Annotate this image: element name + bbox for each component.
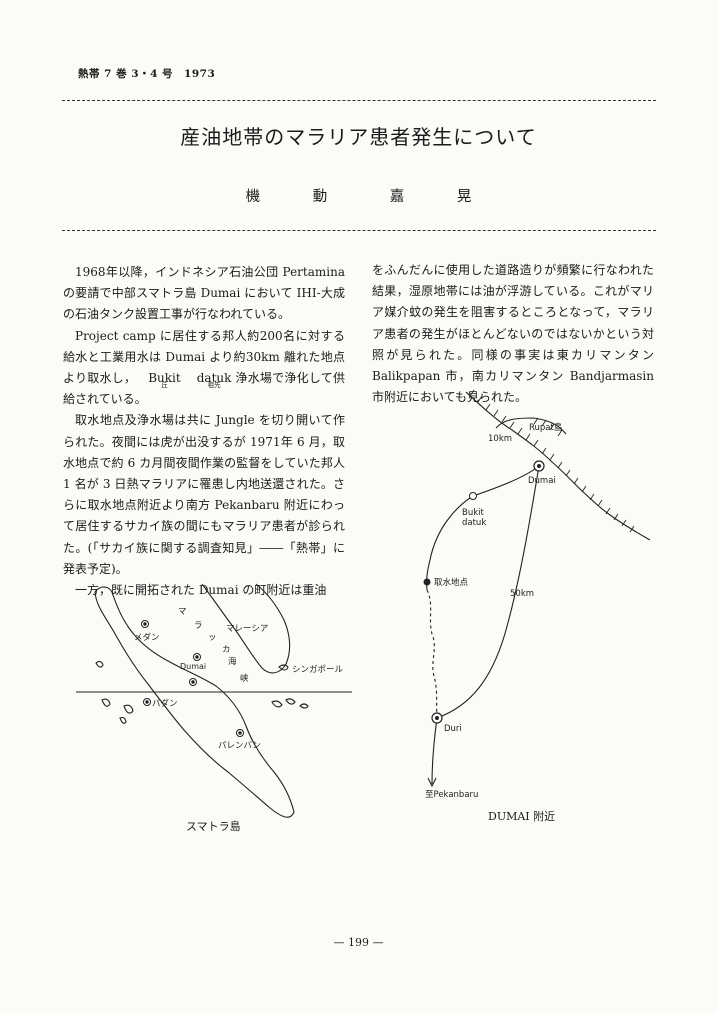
dumai-labels: Rupat島 10km Dumai Bukit datuk 取水地点 50km … xyxy=(425,422,563,800)
strait-char-2: ラ xyxy=(194,621,203,631)
km50-label: 50km xyxy=(510,589,534,599)
island-shape xyxy=(285,698,296,705)
km10-label: 10km xyxy=(488,434,512,444)
malaysia-label: マレーシア xyxy=(226,624,268,634)
island-shape xyxy=(299,703,309,709)
paragraph-2-end: 浄水場で浄化して供給されている。 xyxy=(63,371,345,407)
bukit-label: Bukit xyxy=(462,508,485,518)
rupat-label: Rupat島 xyxy=(529,422,563,433)
palembang-label: パレンバン xyxy=(218,741,261,751)
dumai-map-markers xyxy=(423,460,545,724)
article-author: 機 動 嘉 晃 xyxy=(245,189,496,205)
title-rule xyxy=(62,230,656,231)
strait-char-6: 峡 xyxy=(240,673,249,684)
figure-captions: スマトラ島 DUMAI 附近 xyxy=(186,809,555,833)
dumai-map xyxy=(426,389,651,788)
bukit-ruby: 丘 xyxy=(161,381,168,390)
running-head: 熱帯 7 巻 3・4 号 1973 xyxy=(78,68,216,80)
strait-char-4: カ xyxy=(222,645,231,655)
right-column: をふんだんに使用した道路造りが頻繁に行なわれた結果，湿原地帯には油が浮游している… xyxy=(372,260,654,408)
paragraph-1: 1968年以降，インドネシア石油公団 Pertamina の要請で中部スマトラ島… xyxy=(63,265,345,322)
sumatra-map xyxy=(76,583,352,818)
strait-char-1: マ xyxy=(178,607,187,617)
left-column: 1968年以降，インドネシア石油公団 Pertamina の要請で中部スマトラ島… xyxy=(63,262,345,601)
paragraph-4: 一方，既に開拓された Dumai の町附近は重油 xyxy=(75,583,327,598)
pekanbaru-label: 至Pekanbaru xyxy=(425,790,478,800)
dumai-caption: DUMAI 附近 xyxy=(488,809,555,823)
dumai-town-label: Dumai xyxy=(528,476,556,486)
pekanbaru-arrow xyxy=(427,777,437,788)
malay-peninsula-outline xyxy=(201,583,291,674)
road-dumai-bukit xyxy=(472,465,540,497)
rupat-island-coast xyxy=(495,417,567,435)
island-shape xyxy=(271,700,283,708)
coastline xyxy=(465,391,651,541)
island-shape xyxy=(95,660,104,668)
island-shape xyxy=(119,716,127,724)
coast-hatching xyxy=(469,389,635,533)
intake-point-marker xyxy=(423,578,431,586)
bukit-datuk-marker xyxy=(469,492,477,500)
sumatra-island-outline xyxy=(94,586,295,818)
dumai-label: Dumai xyxy=(180,662,206,671)
strait-char-5: 海 xyxy=(228,656,237,667)
top-rule xyxy=(62,100,656,101)
paragraph-3: 取水地点及浄水場は共に Jungle を切り開いて作られた。夜間には虎が出没する… xyxy=(63,413,345,576)
datuk-word: datuk xyxy=(196,371,232,386)
datuk-ruby: 祖先 xyxy=(207,381,221,390)
sumatra-cities xyxy=(141,620,244,737)
intake-label: 取水地点 xyxy=(434,577,469,588)
intake-track xyxy=(426,589,438,719)
datuk-label: datuk xyxy=(462,518,486,528)
road-dumai-duri xyxy=(436,465,540,719)
paragraph-2: Project camp に居住する邦人約200名に対する給水と工業用水は Du… xyxy=(63,326,345,411)
paragraph-2-start: Project camp に居住する邦人約200名に対する給水と工業用水は Du… xyxy=(63,328,345,386)
padang-label: パダン xyxy=(152,698,178,709)
island-shape xyxy=(101,698,111,707)
island-shape xyxy=(278,664,289,671)
singapore-label: シンガポール xyxy=(292,664,344,675)
paragraph-5: をふんだんに使用した道路造りが頻繁に行なわれた結果，湿原地帯には油が浮游している… xyxy=(372,263,654,405)
sumatra-labels: メダン マ ラ ッ カ 海 峡 マレーシア Dumai シンガポール パダン パ… xyxy=(134,607,344,751)
strait-char-3: ッ xyxy=(208,633,217,643)
sumatra-caption: スマトラ島 xyxy=(186,819,241,833)
article-title: 産油地帯のマラリア患者発生について xyxy=(180,125,537,149)
island-shape xyxy=(123,704,134,714)
duri-label: Duri xyxy=(444,724,462,734)
bukit-word: Bukit xyxy=(148,371,181,386)
medan-label: メダン xyxy=(134,632,160,643)
road-to-pekanbaru xyxy=(431,717,438,785)
page-number: — 199 — xyxy=(333,936,384,949)
